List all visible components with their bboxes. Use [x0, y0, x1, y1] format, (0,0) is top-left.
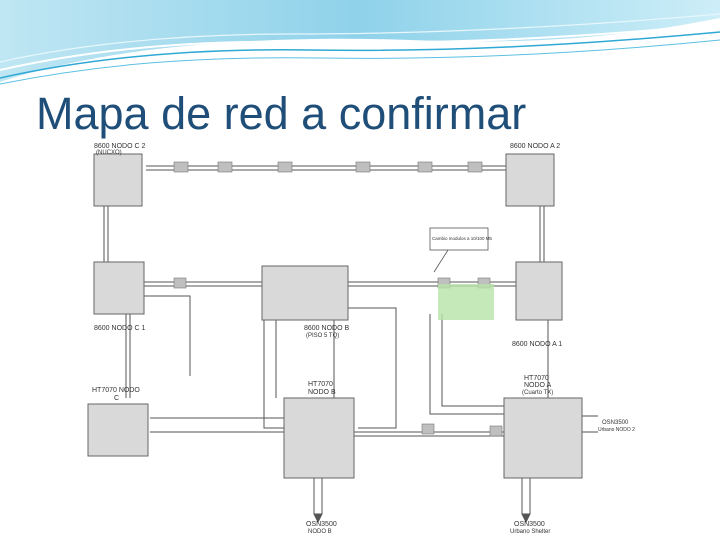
label-callout: Cambio modulos a 10/100 Mb	[432, 236, 493, 241]
label-nodo-a2: 8600 NODO A 2	[510, 143, 560, 150]
label-ht-c-sub: C	[114, 395, 119, 402]
node-c1-box	[93, 261, 145, 315]
label-nodo-a1: 8600 NODO A 1	[512, 341, 562, 348]
label-nodo-b-sub: (PISO 5 TQ)	[306, 333, 339, 339]
label-ht-c: HT7070 NODO	[92, 387, 140, 394]
label-ht-b-sub: NODO B	[308, 389, 336, 396]
highlight-zone	[438, 284, 494, 320]
label-ht-a-sub2: (Cuarto TX)	[522, 390, 553, 396]
link-a1-hta	[429, 314, 514, 415]
node-a1-box	[515, 261, 563, 321]
page-title: Mapa de red a confirmar	[36, 88, 527, 139]
label-osn-bottom-right-sub: Urbano Shelter	[510, 529, 550, 535]
node-b-box	[261, 265, 349, 321]
label-nodo-b: 8600 NODO B	[304, 325, 349, 332]
label-ht-b: HT7070	[308, 381, 333, 388]
network-diagram: 8600 NODO C 2 (NUCXO) 8600 NODO A 2 8600…	[87, 143, 635, 535]
label-ht-a: HT7070	[524, 375, 549, 382]
label-osn-right: OSN3500	[602, 420, 629, 426]
ht-b-box	[283, 397, 355, 479]
label-ht-a-sub1: NODO A	[524, 382, 552, 389]
label-osn-b-sub: NODO B	[308, 529, 332, 535]
ht-a-box	[503, 397, 583, 479]
slide-header-wave	[0, 0, 720, 85]
node-c2-box	[93, 153, 143, 207]
label-nodo-c1: 8600 NODO C 1	[94, 325, 145, 332]
ht-c-box	[87, 403, 149, 457]
label-osn-right-sub: Urbano NODO 2	[598, 427, 635, 433]
label-osn-b: OSN3500	[306, 521, 337, 528]
label-nodo-c2-sub: (NUCXO)	[96, 150, 122, 156]
node-a2-box	[505, 153, 555, 207]
label-nodo-c2: 8600 NODO C 2	[94, 143, 145, 150]
callout-box	[429, 227, 489, 251]
label-osn-bottom-right: OSN3500	[514, 521, 545, 528]
